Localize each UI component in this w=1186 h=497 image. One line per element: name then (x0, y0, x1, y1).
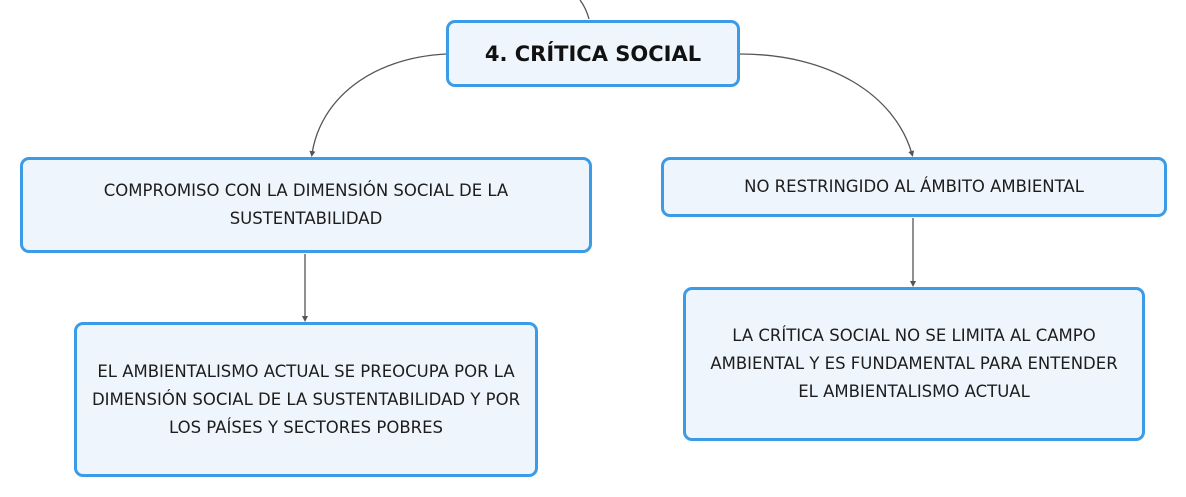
connector-root-to-left (309, 53, 447, 157)
node-critica-no-se-limita-label: LA CRÍTICA SOCIAL NO SE LIMITA AL CAMPO … (710, 326, 1118, 401)
node-ambientalismo-actual-preocupa[interactable]: EL AMBIENTALISMO ACTUAL SE PREOCUPA POR … (74, 322, 538, 477)
node-critica-social-no-se-limita[interactable]: LA CRÍTICA SOCIAL NO SE LIMITA AL CAMPO … (683, 287, 1145, 441)
node-no-restringido-ambito-ambiental[interactable]: NO RESTRINGIDO AL ÁMBITO AMBIENTAL (661, 157, 1167, 217)
connector-root-to-right (739, 53, 915, 157)
root-node-label: 4. CRÍTICA SOCIAL (484, 41, 702, 66)
node-ambientalismo-label: EL AMBIENTALISMO ACTUAL SE PREOCUPA POR … (91, 361, 521, 437)
node-compromiso-dimension-social[interactable]: COMPROMISO CON LA DIMENSIÓN SOCIAL DE LA… (20, 157, 592, 253)
node-compromiso-label: COMPROMISO CON LA DIMENSIÓN SOCIAL DE LA… (103, 181, 509, 228)
connector-parent-to-root (579, 0, 590, 20)
root-node-critica-social[interactable]: 4. CRÍTICA SOCIAL (446, 20, 740, 87)
node-no-restringido-label: NO RESTRINGIDO AL ÁMBITO AMBIENTAL (744, 177, 1084, 196)
